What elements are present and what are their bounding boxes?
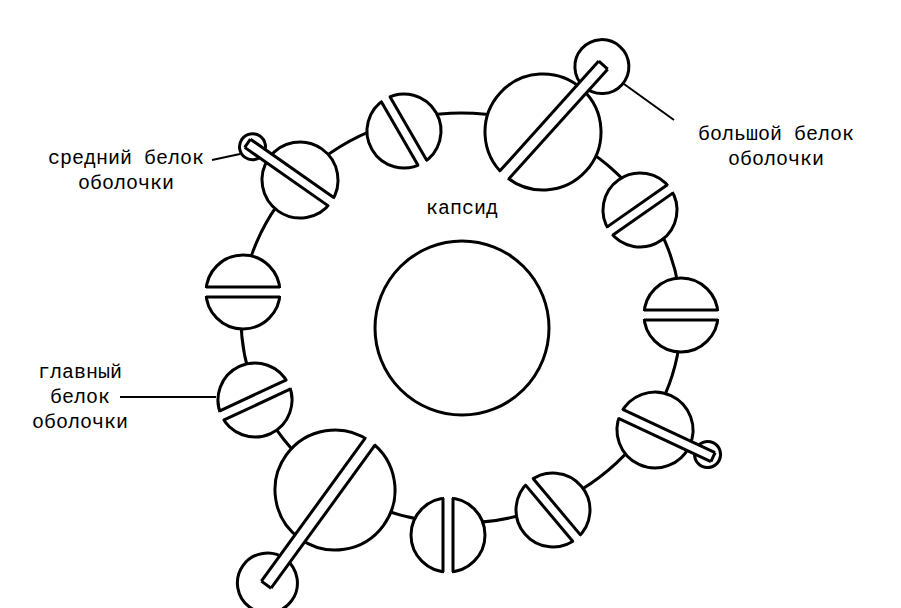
- main-protein: [586, 157, 694, 264]
- part-label: главный белок оболочки: [10, 360, 150, 435]
- capsid-circle: капсид: [372, 196, 552, 418]
- main-protein: [641, 278, 721, 352]
- leader-line: [120, 396, 216, 398]
- capsid-outline: [372, 196, 552, 418]
- part-label: средний белок оболочки: [6, 146, 246, 196]
- large-protein: [201, 404, 420, 608]
- leader-line: [212, 154, 240, 160]
- capsid-label: капсид: [372, 196, 552, 221]
- main-protein: [203, 255, 283, 329]
- part-label: большой белок оболочки: [676, 122, 876, 172]
- medium-protein: [220, 108, 355, 234]
- main-protein: [499, 456, 607, 565]
- main-protein: [411, 495, 485, 575]
- large-protein: [459, 8, 663, 216]
- main-protein: [352, 78, 456, 184]
- medium-protein: [602, 378, 736, 494]
- leader-line: [624, 84, 674, 120]
- main-protein: [203, 350, 307, 451]
